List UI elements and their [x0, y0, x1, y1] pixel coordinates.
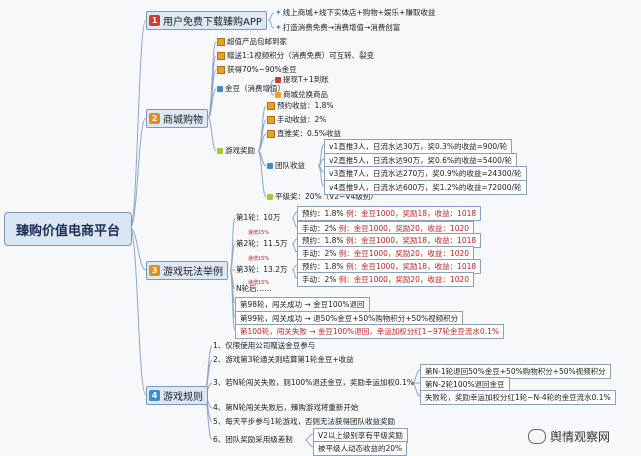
- branch-label: 商城购物: [163, 115, 203, 126]
- jindou-item-text: 商城兑换商品: [283, 90, 328, 99]
- b2-item-text: 金豆（消费增值）: [225, 84, 285, 93]
- increment-tag: 递增15%: [248, 256, 270, 262]
- increment-tag: 递增15%: [248, 280, 270, 286]
- branch-label: 用户免费下载臻购APP: [163, 17, 262, 28]
- branch-game-examples: 3 游戏玩法举例: [146, 261, 228, 280]
- branch-game-rules: 4 游戏规则: [146, 386, 208, 405]
- round-outcome: 第98轮，闯关成功 → 金豆100%退回: [235, 297, 370, 312]
- checkbox-icon: [217, 52, 225, 60]
- rule-item: 6、团队奖励采用级差制: [213, 435, 293, 444]
- round-label: N轮后……: [236, 284, 272, 293]
- b2-item: 游戏奖励: [216, 145, 256, 156]
- b1-item-1: ✦线上商城+线下实体店+购物+娱乐+赚取收益: [274, 7, 436, 18]
- rule-item: 1、仅限使用公司赠送金豆参与: [213, 341, 316, 350]
- rule-3-sub: 失败轮，奖励幸运加权分红1轮~N-4轮的金豆流水0.1%: [420, 390, 616, 405]
- example-text: 例：金豆1000，奖励20，收益：1020: [338, 224, 470, 233]
- b2-item: 金豆（消费增值）: [216, 83, 286, 94]
- checkbox-icon: [217, 66, 225, 74]
- square-bullet-icon: [267, 163, 273, 169]
- b2-item-text: 赠送1:1视频积分（消费免费）可互转、裂变: [227, 51, 375, 60]
- game-reward-text: 预约收益：1.8%: [277, 101, 334, 110]
- round-label: 第1轮：10万: [236, 213, 281, 222]
- watermark-text: 舆情观察网: [550, 430, 611, 444]
- round-outcome: 第100轮，闯关失败 → 金豆100%退回，幸运加权分红1~97轮金豆流水0.1…: [235, 324, 504, 339]
- b1-item-2: ✦打造消费免费→消费增值→消费创富: [274, 22, 401, 33]
- watermark: 舆情观察网: [528, 428, 610, 445]
- rate-text: 预约：1.8%: [302, 209, 344, 218]
- square-bullet-icon: [217, 148, 223, 154]
- checkbox-icon: [217, 38, 225, 46]
- square-bullet-icon: [275, 77, 281, 83]
- square-bullet-icon: [267, 194, 273, 200]
- rule-3-sub: 第N-1轮退回50%金豆+50%购物积分+50%视频积分: [420, 364, 611, 379]
- b2-item-text: 获得70%~90%金豆: [227, 65, 297, 74]
- square-bullet-icon: [275, 92, 281, 98]
- team-level-item: v4直推9人，日流水达600万，奖1.2%的收益=72000/轮: [324, 180, 527, 195]
- rule-item: 3、若N轮闯关失败，则100%退还金豆，奖励幸运加权0.1%: [213, 378, 414, 387]
- game-reward-text: 手动收益：2%: [277, 115, 327, 124]
- round-label: 第3轮：13.2万: [236, 265, 288, 274]
- branch-number-badge: 4: [149, 390, 160, 401]
- game-reward-item: 直推奖：0.5%收益: [266, 128, 342, 139]
- rate-text: 预约：1.8%: [302, 236, 344, 245]
- round-detail: 手动：2% 例：金豆1000，奖励20，收益：1020: [297, 272, 475, 287]
- round-detail: 预约：1.8% 例：金豆1000，奖励18，收益：1018: [297, 206, 482, 221]
- b1-item-1-text: 线上商城+线下实体店+购物+娱乐+赚取收益: [282, 8, 436, 17]
- b2-item: 赠送1:1视频积分（消费免费）可互转、裂变: [216, 50, 375, 61]
- increment-tag: 递增15%: [248, 230, 270, 236]
- rule-6-sub: 被平级人动态收益的20%: [313, 441, 408, 456]
- branch-number-badge: 3: [149, 265, 160, 276]
- square-bullet-icon: [217, 86, 223, 92]
- checkbox-icon: [267, 102, 275, 110]
- round-label: 第2轮：11.5万: [236, 239, 288, 248]
- game-reward-item: 预约收益：1.8%: [266, 100, 335, 111]
- rule-item: 5、每天平步参与1轮游戏，否则无法获得团队收益奖励: [213, 417, 396, 426]
- branch-download-app: 1 用户免费下载臻购APP: [146, 11, 267, 30]
- rule-item: 2、游戏第3轮通关则结算第1轮金豆+收益: [213, 355, 354, 364]
- checkbox-icon: [267, 130, 275, 138]
- rule-item: 4、第N轮闯关失败后，臻购游戏将重新开始: [213, 403, 359, 412]
- game-reward-text: 团队收益: [275, 161, 305, 170]
- b2-item: 获得70%~90%金豆: [216, 64, 298, 75]
- game-reward-item: 手动收益：2%: [266, 114, 327, 125]
- example-text: 例：金豆1000，奖励20，收益：1020: [338, 249, 470, 258]
- example-text: 例：金豆1000，奖励20，收益：1020: [338, 275, 470, 284]
- rate-text: 手动：2%: [302, 275, 337, 284]
- game-reward-item: 团队收益: [266, 160, 306, 171]
- star-icon: ✦: [275, 23, 282, 32]
- b2-item: 超值产品包邮到家: [216, 36, 288, 47]
- team-level-item: v3直推7人，日流水达270万，奖0.9%的收益=24300/轮: [324, 166, 527, 181]
- jindou-item: 商城兑换商品: [274, 89, 329, 100]
- game-reward-text: 平级奖：20%（V2~V4级别）: [275, 192, 378, 201]
- branch-label: 游戏规则: [163, 392, 203, 403]
- example-text: 例：金豆1000，奖励18，收益：1018: [345, 262, 477, 271]
- branch-label: 游戏玩法举例: [163, 267, 223, 278]
- checkbox-icon: [267, 116, 275, 124]
- b2-item-text: 超值产品包邮到家: [227, 37, 287, 46]
- branch-number-badge: 2: [149, 113, 160, 124]
- b2-item-text: 游戏奖励: [225, 146, 255, 155]
- team-level-item: v1直推3人，日流水达30万，奖0.3%的收益=900/轮: [324, 139, 513, 154]
- branch-mall-shopping: 2 商城购物: [146, 109, 208, 128]
- rate-text: 手动：2%: [302, 224, 337, 233]
- wechat-icon: [528, 429, 546, 444]
- rate-text: 预约：1.8%: [302, 262, 344, 271]
- example-text: 例：金豆1000，奖励18，收益：1018: [345, 209, 477, 218]
- jindou-item: 提现T+1到账: [274, 74, 330, 85]
- game-reward-item: 平级奖：20%（V2~V4级别）: [266, 191, 379, 202]
- star-icon: ✦: [275, 8, 282, 17]
- root-node: 臻购价值电商平台: [4, 212, 132, 246]
- b1-item-2-text: 打造消费免费→消费增值→消费创富: [282, 23, 401, 32]
- branch-number-badge: 1: [149, 15, 160, 26]
- jindou-item-text: 提现T+1到账: [283, 75, 329, 84]
- game-reward-text: 直推奖：0.5%收益: [277, 129, 342, 138]
- example-text: 例：金豆1000，奖励18，收益：1018: [345, 236, 477, 245]
- rate-text: 手动：2%: [302, 249, 337, 258]
